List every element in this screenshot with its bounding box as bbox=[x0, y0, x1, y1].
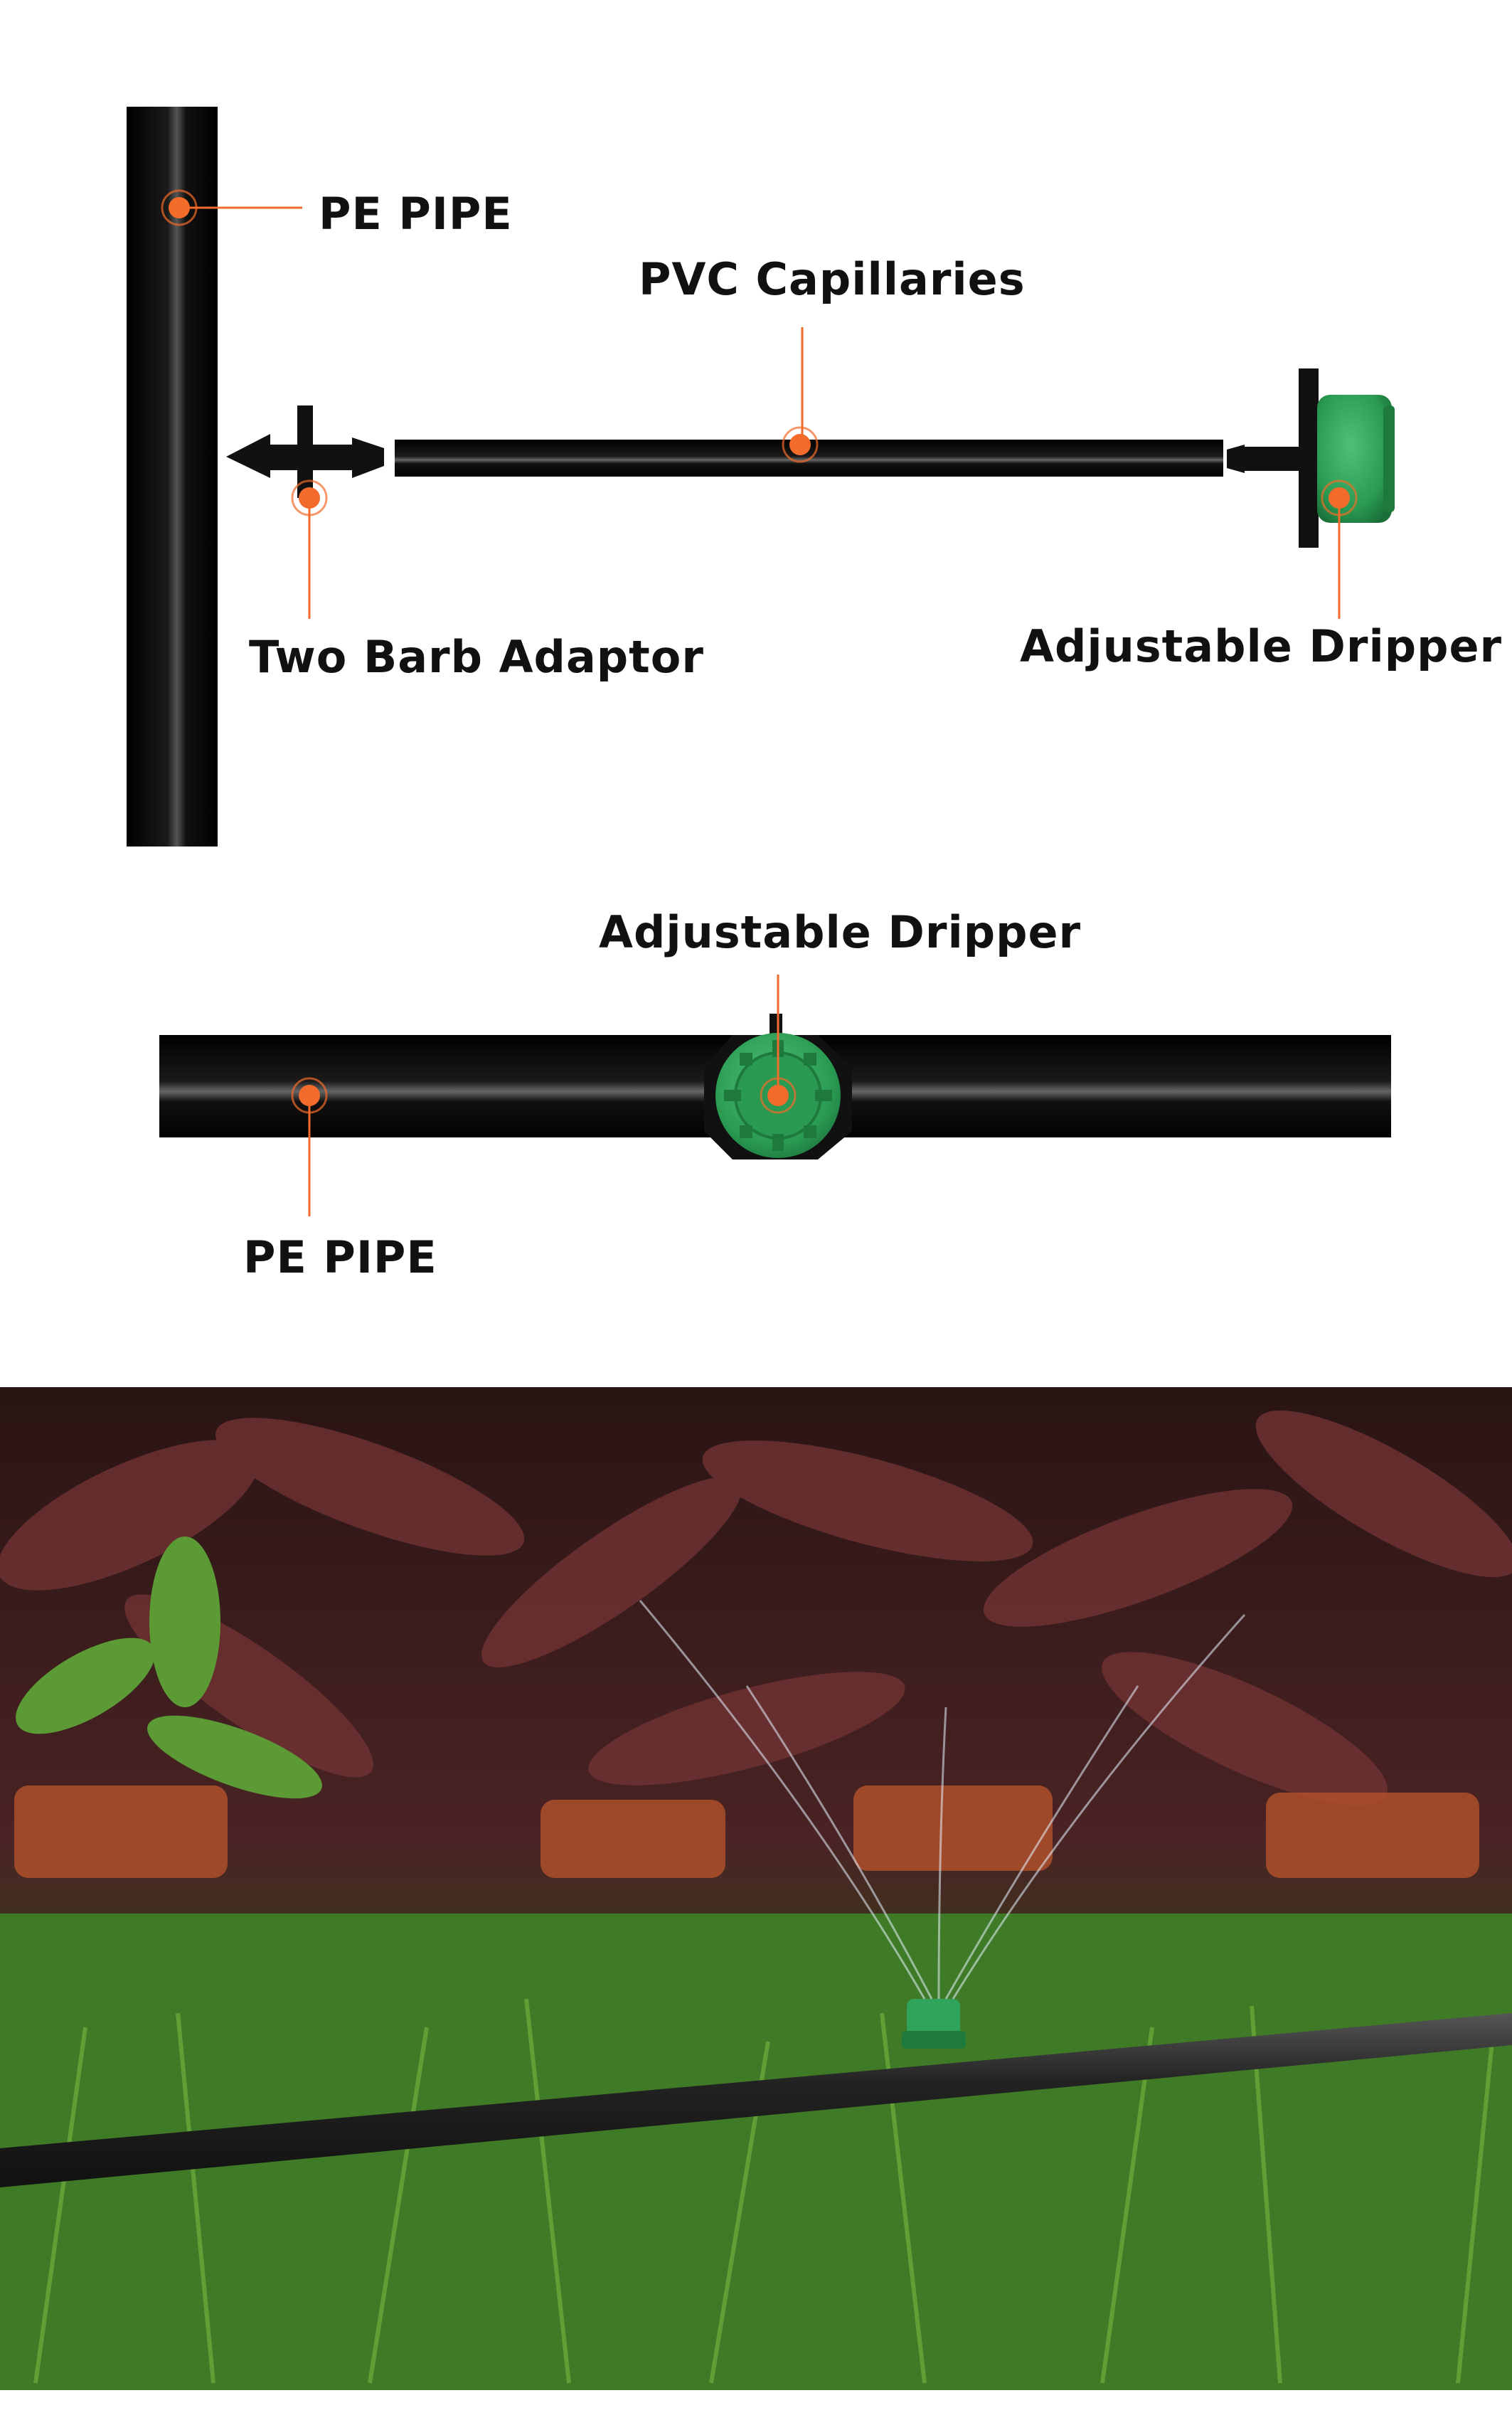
pe-pipe-vertical bbox=[127, 107, 218, 847]
marker-adjustable-dripper-bottom bbox=[760, 1077, 797, 1114]
label-adjustable-dripper-top: Adjustable Dripper bbox=[1020, 620, 1503, 672]
marker-adjustable-dripper-top bbox=[1321, 479, 1358, 516]
marker-pe-pipe-top bbox=[161, 189, 198, 226]
pots bbox=[14, 1785, 1479, 1878]
top-leaders bbox=[179, 206, 1341, 619]
green-plants bbox=[16, 1537, 322, 1799]
water-spray bbox=[639, 1600, 1246, 2000]
garden-sprinkler-photo bbox=[0, 1387, 1512, 2390]
two-barb-adaptor bbox=[226, 405, 384, 498]
red-foliage bbox=[0, 1410, 1512, 1805]
adjustable-dripper-side bbox=[1227, 368, 1395, 548]
label-two-barb-adaptor: Two Barb Adaptor bbox=[249, 631, 704, 683]
marker-pvc-capillaries bbox=[782, 426, 819, 463]
label-pvc-capillaries: PVC Capillaries bbox=[639, 253, 1026, 305]
irrigation-tube bbox=[0, 2013, 1512, 2187]
label-adjustable-dripper-bottom: Adjustable Dripper bbox=[599, 906, 1082, 958]
label-pe-pipe-top: PE PIPE bbox=[319, 188, 513, 240]
marker-two-barb-adaptor bbox=[291, 479, 328, 516]
bottom-leaders bbox=[308, 975, 779, 1216]
marker-pe-pipe-bottom bbox=[291, 1077, 328, 1114]
green-sprinkler-head bbox=[902, 1999, 966, 2049]
label-pe-pipe-bottom: PE PIPE bbox=[243, 1231, 437, 1283]
irrigation-diagram bbox=[127, 107, 1395, 1216]
